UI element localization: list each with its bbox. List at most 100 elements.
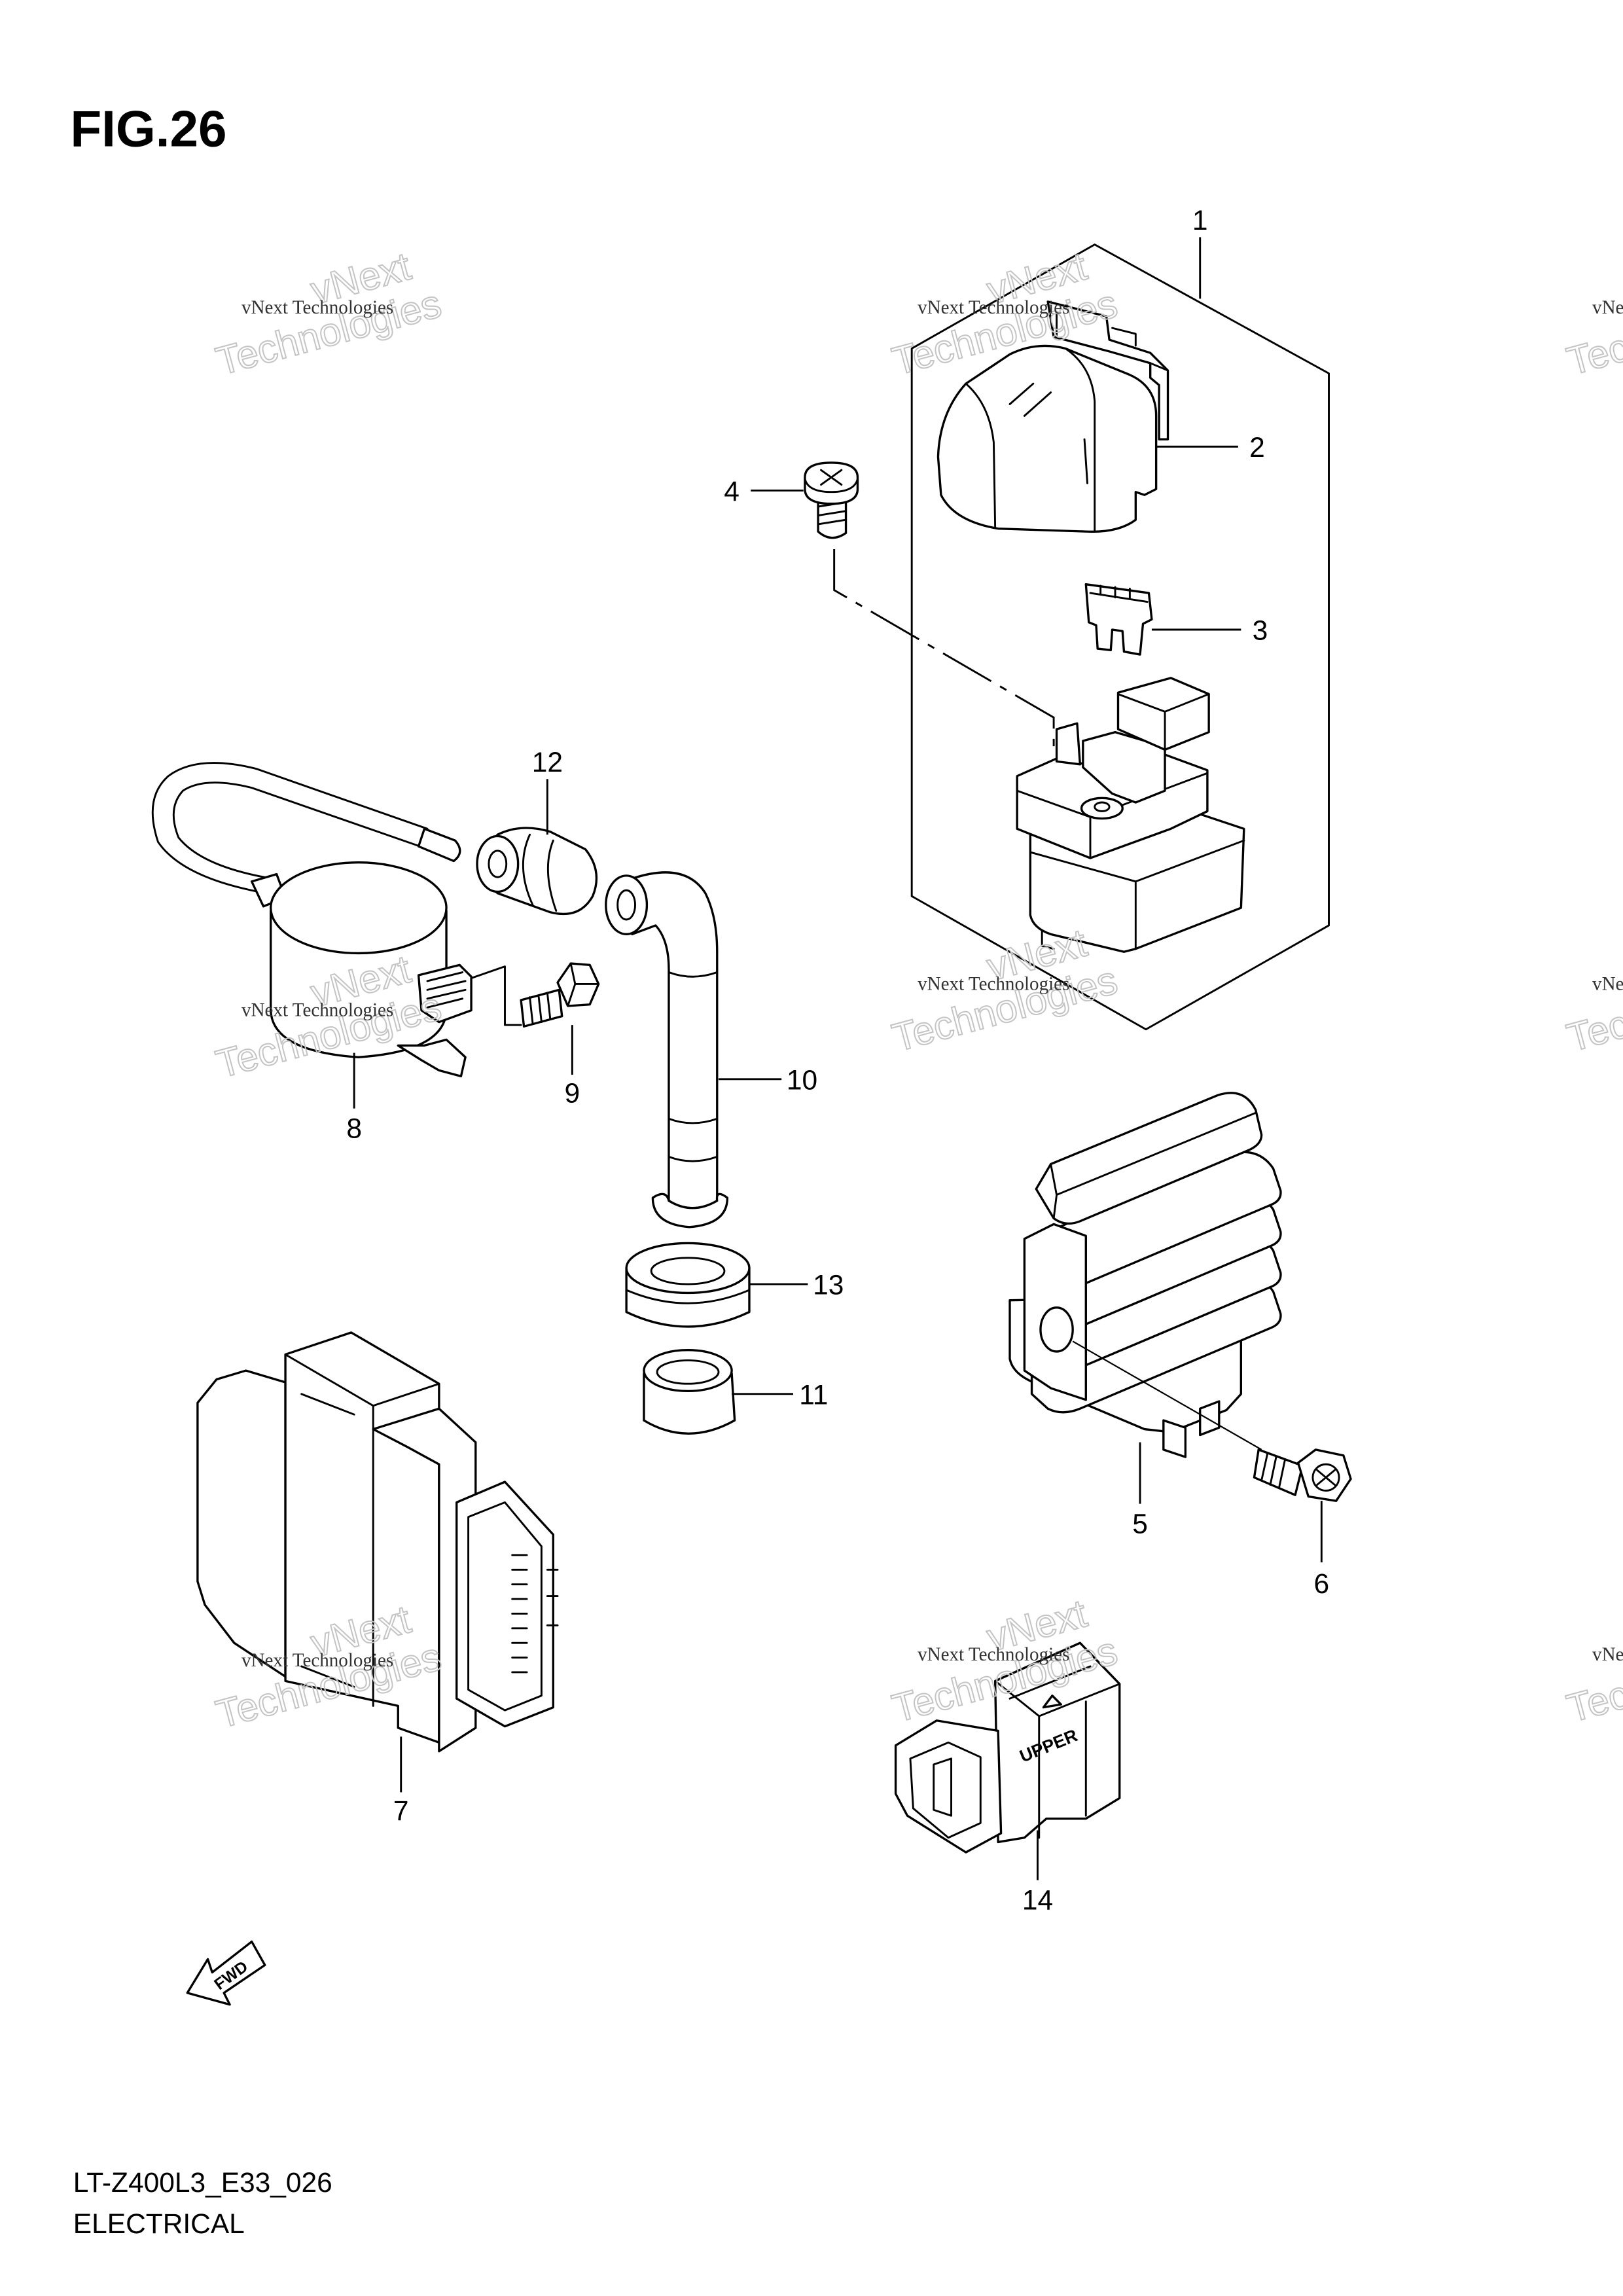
bolt-6-thread	[1260, 1453, 1286, 1489]
plug-cap-rings	[668, 971, 719, 1162]
figure-title: FIG.26	[70, 100, 226, 158]
bolt-6-cross-recess	[1316, 1469, 1336, 1486]
part-14-connector: UPPER	[894, 1641, 1121, 1854]
regulator-connector-right	[1199, 1400, 1221, 1437]
cap-11-opening	[656, 1359, 720, 1385]
watermark-text: vNext Technologies	[1592, 1644, 1623, 1665]
figure-caption: ELECTRICAL	[73, 2209, 245, 2240]
bolt-9-head-edges	[567, 962, 600, 1007]
coil-lead-wire	[151, 762, 429, 895]
screw-head	[804, 461, 859, 505]
plug-cap-boot-ring	[605, 874, 649, 936]
coil-to-bolt-line	[470, 965, 522, 1026]
grommet-13-top	[625, 1242, 751, 1295]
callout-11: 11	[799, 1380, 828, 1411]
regulator-to-bolt-line	[1072, 1340, 1262, 1450]
callout-5: 5	[1132, 1509, 1148, 1539]
coil-top	[270, 861, 448, 955]
coil-terminal-hatch	[426, 971, 467, 1009]
fuse-detail	[1089, 584, 1149, 603]
part-12-grommet	[476, 827, 598, 916]
watermark-text: vNext Technologies	[1592, 297, 1623, 318]
callout-14: 14	[1022, 1885, 1053, 1916]
callout-1: 1	[1192, 206, 1208, 236]
callout-8: 8	[346, 1113, 362, 1144]
part-6-bolt	[1253, 1448, 1352, 1502]
part-8-ignition-coil	[151, 762, 522, 1078]
callout-9: 9	[565, 1079, 580, 1109]
relay-terminal-post	[1055, 722, 1082, 766]
watermark-text: vNext Technologies	[241, 1000, 393, 1021]
callout-3: 3	[1253, 616, 1268, 647]
callout-numbers: 1 2 3 4 5 6 7 8 9 10 11 12 13 14	[346, 206, 1329, 1916]
fwd-arrow-icon: FWD	[186, 1940, 266, 2006]
plug-cap-boot-hole	[616, 889, 636, 921]
connector-body-edges	[994, 1665, 1121, 1839]
figure-code: LT-Z400L3_E33_026	[73, 2168, 332, 2198]
clip-bracket-detail	[1056, 312, 1169, 372]
relay-lower-edges	[1029, 839, 1245, 950]
installation-line	[833, 548, 1055, 756]
part-5-regulator-rectifier	[1008, 1092, 1282, 1458]
regulator-connector-left	[1162, 1419, 1187, 1458]
cover-detail	[965, 348, 1096, 531]
watermark-text: vNext Technologies	[918, 297, 1069, 318]
part-4-screw	[804, 461, 859, 539]
bolt-9-thread	[529, 992, 552, 1025]
relay-terminal-bolt	[1094, 801, 1111, 812]
part-11-cap	[643, 1349, 736, 1435]
leader-lines	[353, 237, 1323, 1880]
watermark-text: vNext Technologies	[241, 1650, 393, 1671]
part-7-ecm	[196, 1331, 559, 1753]
fwd-arrow-shape	[186, 1940, 266, 2006]
plug-cap-tube	[631, 871, 719, 1210]
cover-outline	[936, 344, 1158, 533]
callout-10: 10	[787, 1066, 817, 1096]
clip-bracket-outline	[1046, 300, 1169, 440]
callout-2: 2	[1249, 433, 1265, 463]
callout-6: 6	[1314, 1569, 1330, 1600]
fuse-outline	[1084, 583, 1153, 656]
watermark-text: vNext Technologies	[241, 297, 393, 318]
coil-wire-end	[417, 827, 461, 863]
relay-connector	[1116, 677, 1210, 751]
ecm-side-bracket	[372, 1407, 477, 1753]
part-1-assembly-outline	[910, 243, 1330, 1031]
grommet-12-face	[476, 834, 520, 893]
grommet-13-hole	[650, 1257, 726, 1285]
grommet-12-ribs	[522, 833, 558, 912]
callout-7: 7	[393, 1796, 409, 1827]
starter-relay	[1016, 677, 1245, 953]
relay-terminal-nut	[1080, 797, 1124, 820]
connector-plug-inner	[909, 1741, 982, 1839]
plug-cap-skirt	[651, 1193, 729, 1229]
upper-arrow-icon	[1042, 1695, 1062, 1709]
part-2-relay-cover	[936, 344, 1158, 533]
callout-12: 12	[532, 747, 563, 778]
ecm-panel-edges	[284, 1353, 440, 1707]
callout-4: 4	[724, 476, 740, 507]
ecm-connector	[455, 1480, 554, 1728]
relay-clip-bracket	[1046, 300, 1169, 440]
watermark-text: vNext Technologies	[918, 1644, 1069, 1665]
part-9-bolt	[520, 962, 600, 1028]
part-3-fuse	[1084, 583, 1153, 656]
ecm-connector-pins	[511, 1554, 559, 1674]
watermark-text: vNext Technologies	[1592, 973, 1623, 994]
grommet-12-hole	[488, 850, 508, 878]
grommet-13-groove	[625, 1289, 751, 1304]
ecm-rear-housing	[196, 1369, 287, 1678]
watermark-text: vNext Technologies	[918, 973, 1069, 994]
regulator-mount-hole	[1039, 1306, 1074, 1353]
relay-center-housing	[1082, 730, 1166, 804]
relay-connector-edges	[1117, 692, 1210, 751]
regulator-top-cover	[1035, 1092, 1263, 1225]
ecm-connector-inner	[467, 1501, 543, 1712]
callout-13: 13	[813, 1270, 844, 1301]
screw-cross-recess	[804, 469, 859, 493]
bolt-6-washer-face	[1311, 1463, 1340, 1492]
part-13-grommet	[625, 1242, 751, 1328]
part-10-plug-cap	[605, 871, 729, 1229]
coil-mount-tab	[397, 1038, 467, 1078]
